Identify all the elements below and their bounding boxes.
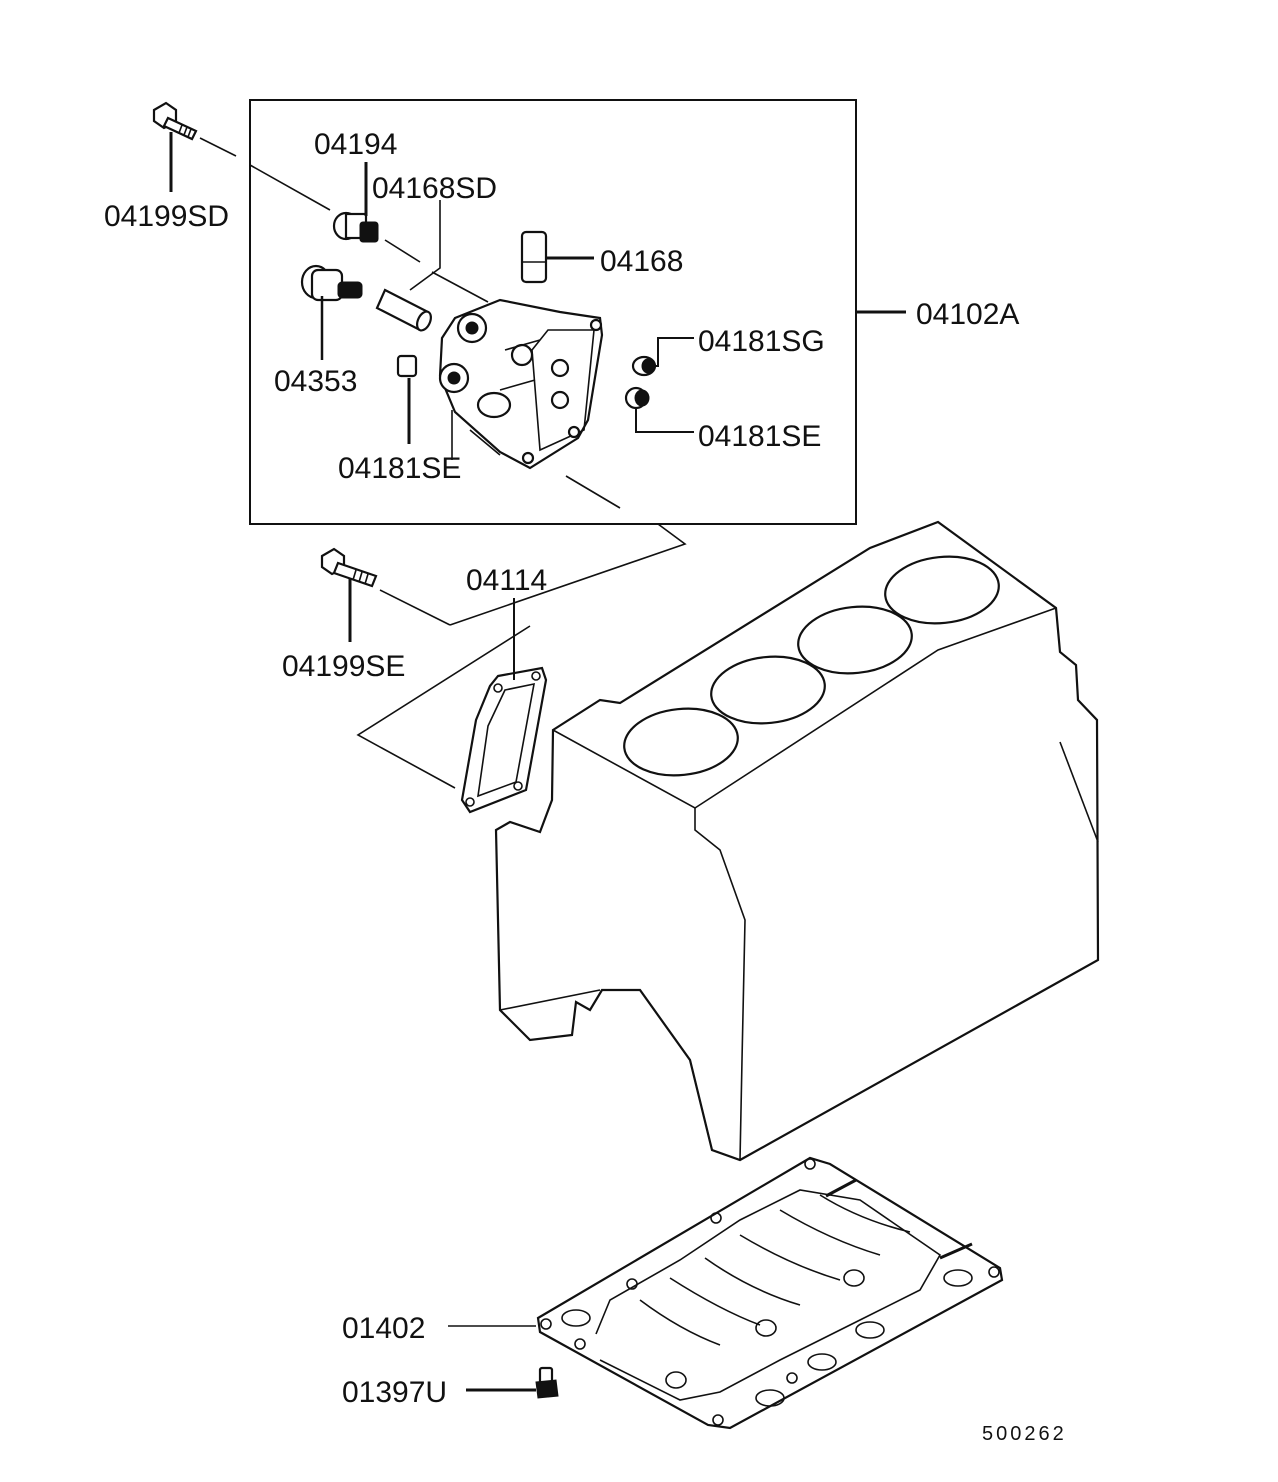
bolt-01397U — [535, 1366, 559, 1399]
gasket-04114 — [460, 666, 548, 814]
assembly-guide-lines — [199, 137, 687, 789]
label-04168SD: 04168SD — [372, 172, 497, 205]
oil-pump-body — [438, 298, 604, 470]
label-04199SD: 04199SD — [104, 200, 229, 233]
label-01397U: 01397U — [342, 1376, 447, 1409]
label-04199SE: 04199SE — [282, 650, 405, 683]
nut-04181SE-center — [396, 354, 418, 378]
cylinder-bore-2 — [710, 655, 826, 725]
cylinder-bore-4 — [884, 555, 1000, 625]
leader-04168SD — [409, 200, 441, 291]
plug-04181SG — [631, 355, 657, 377]
label-01402: 01402 — [342, 1312, 425, 1345]
cylinder-block — [494, 520, 1100, 1162]
pin-04168 — [520, 230, 548, 284]
label-04181SG: 04181SG — [698, 325, 825, 358]
label-04114: 04114 — [466, 564, 547, 597]
label-04181SE-center: 04181SE — [338, 452, 461, 485]
plug-04194 — [332, 211, 379, 243]
label-04353: 04353 — [274, 365, 357, 398]
bolt-04199SE — [320, 547, 378, 588]
label-04181SE-right: 04181SE — [698, 420, 821, 453]
leader-04181SE-right — [635, 408, 694, 433]
label-04168: 04168 — [600, 245, 683, 278]
cylinder-bore-3 — [797, 605, 913, 675]
leader-04181SG — [654, 337, 694, 367]
figure-code: 500262 — [982, 1423, 1067, 1445]
label-04194: 04194 — [314, 128, 397, 161]
plug-04181SE-right — [624, 386, 650, 410]
label-04102A: 04102A — [916, 298, 1019, 331]
bolt-04199SD — [152, 101, 198, 141]
cylinder-bore-1 — [623, 707, 739, 777]
bearing-cap-01402 — [536, 1156, 1004, 1430]
sensor-04353 — [300, 264, 363, 302]
plunger-04168SD — [375, 288, 432, 332]
